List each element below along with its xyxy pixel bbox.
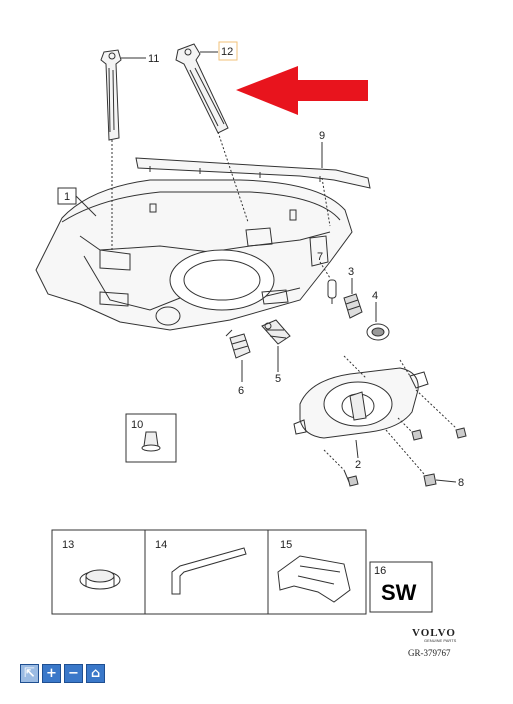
callout-1: 1: [64, 191, 70, 203]
box-item-10[interactable]: [125, 413, 177, 463]
guide-screw-right: [415, 389, 457, 429]
zoom-in-icon[interactable]: +: [42, 664, 61, 683]
red-arrow-indicator: [236, 66, 368, 115]
part-7-bulb[interactable]: [327, 279, 337, 304]
guide-screw-left: [323, 449, 345, 471]
callout-9: 9: [319, 130, 325, 142]
guide-2b: [399, 359, 411, 377]
callout-16: 16: [374, 565, 386, 577]
diagram-reference: GR-379767: [408, 648, 451, 658]
callout-11: 11: [148, 53, 159, 65]
callout-4: 4: [372, 290, 378, 302]
part-9-trim-strip[interactable]: [135, 157, 371, 189]
zoom-out-icon[interactable]: −: [64, 664, 83, 683]
zoom-toolbar: ⇱ + − ⌂: [20, 664, 105, 683]
guide-2a: [343, 355, 367, 379]
part-15-bracket[interactable]: [277, 555, 351, 603]
part-5-socket[interactable]: [261, 319, 291, 345]
part-2-fog-lamp[interactable]: [293, 367, 429, 439]
callout-13: 13: [62, 539, 74, 551]
guide-screw-mid: [397, 417, 413, 433]
callout-14: 14: [155, 539, 167, 551]
callout-6: 6: [238, 385, 244, 397]
part-10-clip: [141, 431, 161, 452]
callout-15: 15: [280, 539, 292, 551]
box-item-16[interactable]: [369, 561, 433, 613]
brand-name: VOLVO: [412, 627, 456, 639]
part-screw-mid[interactable]: [411, 429, 423, 441]
callout-12: 12: [221, 46, 233, 58]
leader-7: [319, 261, 331, 279]
part-4-cap[interactable]: [366, 323, 390, 341]
callout-2: 2: [355, 459, 361, 471]
part-12-adjuster[interactable]: [175, 43, 229, 134]
parts-table: [51, 529, 367, 615]
part-screw-left[interactable]: [343, 469, 359, 487]
guide-8: [385, 429, 425, 475]
part-11-adjuster[interactable]: [100, 49, 122, 141]
callout-8: 8: [458, 477, 464, 489]
part-screw-right[interactable]: [455, 427, 467, 439]
leader-2: [355, 439, 359, 459]
guide-9: [321, 177, 331, 227]
pointer-icon[interactable]: ⇱: [20, 664, 39, 683]
callout-7: 7: [317, 251, 323, 263]
part-8-screw[interactable]: [423, 473, 437, 487]
leader-8: [435, 479, 457, 483]
part-3-bulb-holder[interactable]: [343, 293, 363, 319]
sw-label: SW: [381, 580, 417, 605]
home-icon[interactable]: ⌂: [86, 664, 105, 683]
callout-12-highlight: [218, 41, 238, 61]
brand-subtitle: GENUINE PARTS: [424, 638, 457, 643]
callout-5: 5: [275, 373, 281, 385]
callout-10: 10: [131, 419, 143, 431]
callout-3: 3: [348, 266, 354, 278]
part-6-socket[interactable]: [225, 329, 251, 359]
part-13-grommet[interactable]: [79, 569, 121, 590]
leader-1: [75, 195, 97, 217]
part-1-headlamp-housing[interactable]: [35, 179, 353, 331]
part-14-wrench[interactable]: [171, 547, 247, 595]
